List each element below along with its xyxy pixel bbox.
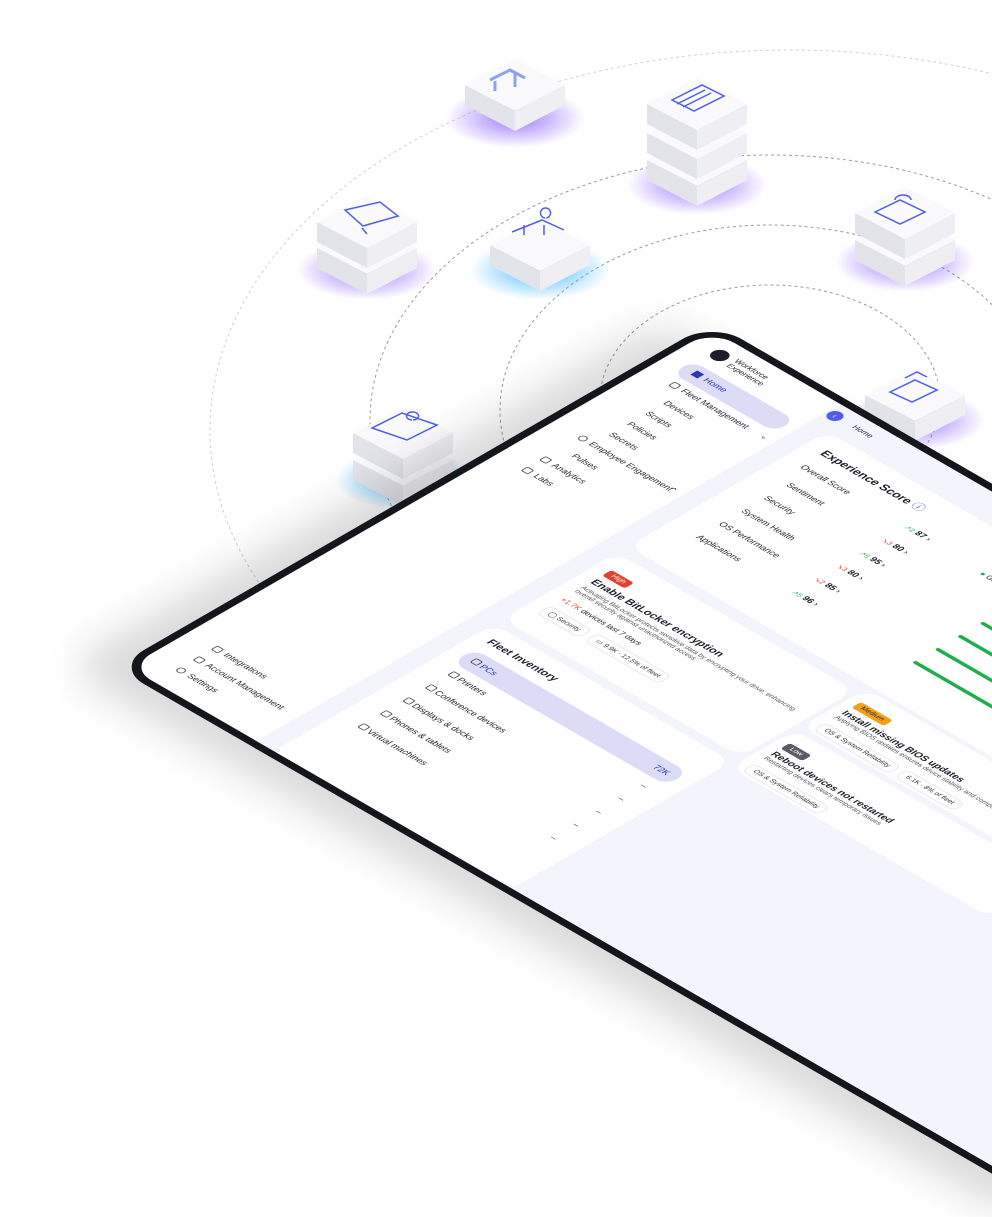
- score-value: ↘3 80 ›: [879, 538, 912, 556]
- score-value: ↗2 87 ›: [901, 525, 935, 543]
- gear-icon: [174, 666, 189, 675]
- server-icon: [670, 84, 726, 112]
- analytics-icon: [538, 456, 553, 464]
- sidebar-item-devices[interactable]: Devices: [661, 400, 697, 421]
- sidebar-item-labs[interactable]: Labs: [520, 466, 557, 487]
- back-button[interactable]: ‹: [822, 409, 848, 423]
- people-icon: [576, 434, 590, 443]
- account-icon: [192, 656, 207, 664]
- cube-desk: [470, 207, 610, 300]
- score-value: ↗5 95 ›: [856, 551, 890, 569]
- sidebar-label: Pulses: [569, 452, 602, 472]
- sidebar-label: Labs: [531, 472, 557, 488]
- monitor-icon: [343, 201, 400, 235]
- sidebar-item-scripts[interactable]: Scripts: [643, 410, 675, 429]
- info-icon[interactable]: ⓘ: [906, 500, 930, 514]
- sidebar-label: Devices: [660, 399, 698, 421]
- cube-server: [627, 78, 767, 215]
- cube-workstation: [445, 59, 585, 148]
- score-row-label[interactable]: Sentiment: [783, 481, 828, 507]
- sidebar-label: Settings: [184, 672, 222, 694]
- breadcrumb-home[interactable]: Home: [849, 424, 876, 440]
- sidebar-item-secrets[interactable]: Secrets: [606, 431, 641, 451]
- sidebar-label: Secrets: [606, 431, 642, 452]
- score-row-label[interactable]: Security: [761, 494, 799, 516]
- desk-icon: [511, 207, 565, 235]
- touch-panel-icon: [370, 411, 439, 441]
- sidebar-item-pulses[interactable]: Pulses: [569, 453, 601, 472]
- score-value: ↗5 96 ›: [789, 590, 822, 608]
- sidebar-label: Policies: [624, 420, 661, 442]
- score-value: ↘3 80 ›: [834, 564, 867, 582]
- workstation-icon: [489, 68, 526, 91]
- score-value: ↘2 85 ›: [811, 577, 845, 595]
- cube-monitor: [297, 196, 437, 300]
- integrations-icon: [210, 645, 225, 654]
- keyboard-icon: [873, 194, 927, 225]
- printer-icon: [888, 371, 939, 403]
- flask-icon: [520, 466, 535, 475]
- chevron-down-icon[interactable]: ⌄: [757, 433, 772, 441]
- cube-keyboard: [835, 187, 975, 292]
- legend-good: ● Good: [976, 570, 992, 589]
- sidebar-label: Scripts: [642, 410, 676, 429]
- fleet-icon: [667, 381, 682, 390]
- sidebar-item-policies[interactable]: Policies: [625, 421, 661, 442]
- hp-logo-icon: [705, 347, 734, 364]
